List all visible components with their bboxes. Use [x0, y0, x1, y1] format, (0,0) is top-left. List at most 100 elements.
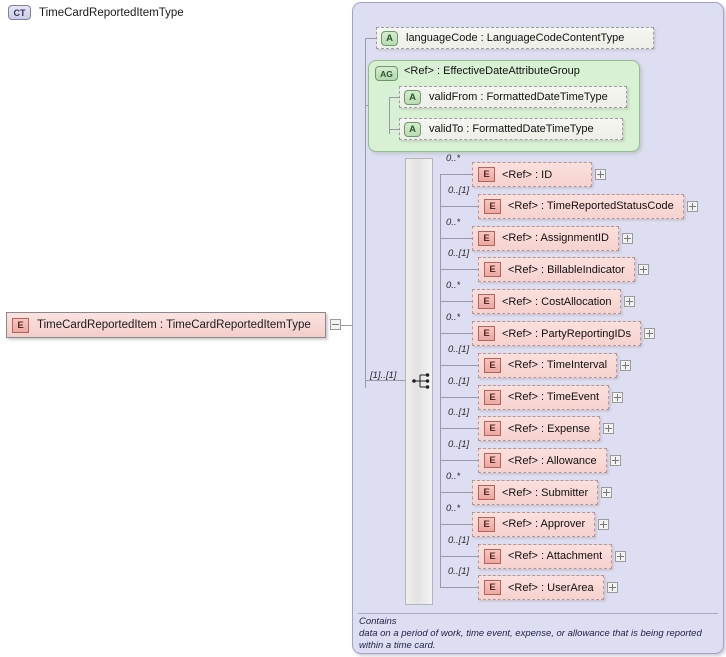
element-label: <Ref> : BillableIndicator	[508, 263, 625, 276]
element-label: <Ref> : TimeInterval	[508, 359, 608, 372]
element-cardinality: 0..*	[446, 216, 461, 228]
element-cardinality: 0..[1]	[448, 439, 470, 451]
element-badge-icon: E	[478, 516, 495, 532]
element-badge-icon: E	[478, 230, 495, 246]
element-badge-icon: E	[478, 326, 495, 341]
element-cardinality: 0..*	[446, 280, 461, 292]
attribute-label: validFrom : FormattedDateTimeType	[429, 91, 608, 103]
element-box[interactable]: E <Ref> : ID	[472, 162, 592, 187]
element-label: <Ref> : CostAllocation	[502, 295, 612, 308]
element-label: <Ref> : PartyReportingIDs	[502, 327, 632, 340]
element-box[interactable]: E <Ref> : BillableIndicator	[478, 257, 635, 283]
connector-element	[440, 587, 478, 589]
element-badge-icon: E	[484, 357, 501, 373]
element-expand-toggle[interactable]	[612, 391, 623, 403]
attribute-badge-icon: A	[381, 30, 398, 46]
connector-element	[440, 174, 472, 175]
element-box[interactable]: E <Ref> : TimeInterval	[478, 352, 617, 378]
attribute-badge-icon: A	[404, 89, 421, 105]
connector-validto	[389, 129, 399, 130]
complex-type-header: CT TimeCardReportedItemType	[8, 5, 184, 20]
connector-element	[440, 523, 472, 525]
element-label: <Ref> : Expense	[508, 422, 590, 435]
connector-element	[440, 492, 472, 493]
connector-element	[440, 301, 472, 303]
sequence-cardinality: [1]..[1]	[370, 370, 397, 381]
attribute-validto[interactable]: A validTo : FormattedDateTimeType	[399, 118, 623, 140]
element-box[interactable]: E <Ref> : Approver	[472, 511, 595, 537]
element-cardinality: 0..[1]	[448, 407, 470, 419]
element-label: <Ref> : TimeEvent	[508, 391, 600, 404]
attribute-spine	[365, 38, 366, 388]
connector-languagecode	[365, 38, 376, 39]
element-expand-toggle[interactable]	[620, 359, 631, 371]
element-expand-toggle[interactable]	[610, 455, 621, 467]
element-badge-icon: E	[484, 548, 501, 564]
element-badge-icon: E	[484, 198, 501, 214]
element-box[interactable]: E<Ref> : TimeReportedStatusCode	[478, 193, 684, 219]
element-expand-toggle[interactable]	[687, 200, 698, 212]
element-cardinality: 0..*	[446, 471, 461, 482]
element-box[interactable]: E <Ref> : CostAllocation	[472, 289, 621, 315]
element-expand-toggle[interactable]	[644, 328, 655, 339]
complex-type-title: TimeCardReportedItemType	[39, 6, 184, 19]
element-expand-toggle[interactable]	[603, 423, 614, 435]
element-box[interactable]: E<Ref> : Allowance	[478, 448, 607, 474]
element-box[interactable]: E <Ref> : PartyReportingIDs	[472, 321, 641, 346]
element-expand-toggle[interactable]	[607, 582, 618, 594]
attribute-group-badge-icon: AG	[375, 66, 398, 81]
attribute-languagecode[interactable]: A languageCode : LanguageCodeContentType	[376, 27, 654, 49]
element-box[interactable]: E <Ref> : UserArea	[478, 575, 604, 601]
element-label: <Ref> : ID	[502, 168, 553, 181]
element-cardinality: 0..[1]	[448, 343, 470, 355]
attribute-badge-icon: A	[404, 121, 421, 137]
element-badge-icon: E	[478, 167, 495, 182]
element-badge-icon: E	[478, 294, 495, 310]
element-badge-icon: E	[484, 262, 501, 278]
element-cardinality: 0..[1]	[448, 566, 470, 578]
element-badge-icon: E	[478, 485, 495, 500]
attribute-validfrom[interactable]: A validFrom : FormattedDateTimeType	[399, 86, 627, 108]
connector-element	[440, 269, 478, 271]
annotation-body: data on a period of work, time event, ex…	[359, 628, 702, 651]
element-label: <Ref> : AssignmentID	[502, 232, 609, 245]
connector-element	[440, 364, 478, 366]
attribute-group-title: <Ref> : EffectiveDateAttributeGroup	[404, 65, 580, 77]
element-cardinality: 0..*	[446, 153, 461, 164]
element-expand-toggle[interactable]	[615, 550, 626, 562]
element-label: <Ref> : UserArea	[508, 581, 594, 594]
element-box[interactable]: E <Ref> : Submitter	[472, 480, 598, 505]
element-label: <Ref> : Approver	[502, 518, 586, 531]
element-badge-icon: E	[484, 389, 501, 405]
element-expand-toggle[interactable]	[598, 518, 609, 530]
complex-type-badge-icon: CT	[8, 5, 31, 20]
connector-element	[440, 237, 472, 239]
root-element-box[interactable]: E TimeCardReportedItem : TimeCardReporte…	[6, 312, 326, 338]
element-cardinality: 0..*	[446, 502, 461, 514]
element-label: <Ref> : Allowance	[508, 454, 597, 467]
element-badge-icon: E	[484, 580, 501, 596]
element-box[interactable]: E <Ref> : TimeEvent	[478, 384, 609, 410]
element-badge-icon: E	[12, 317, 29, 333]
connector-element	[440, 460, 478, 462]
element-expand-toggle[interactable]	[622, 232, 633, 244]
attribute-label: languageCode : LanguageCodeContentType	[406, 32, 625, 44]
element-expand-toggle[interactable]	[601, 487, 612, 498]
element-label: <Ref> : Submitter	[502, 486, 589, 499]
element-expand-toggle[interactable]	[624, 296, 635, 308]
connector-element	[440, 396, 478, 398]
element-cardinality: 0..[1]	[448, 534, 470, 546]
element-expand-toggle[interactable]	[595, 169, 606, 180]
element-box[interactable]: E <Ref> : AssignmentID	[472, 225, 619, 251]
element-cardinality: 0..[1]	[448, 184, 470, 196]
root-collapse-toggle[interactable]	[330, 319, 341, 330]
sequence-icon[interactable]	[412, 372, 432, 390]
element-box[interactable]: E <Ref> : Attachment	[478, 543, 612, 569]
element-cardinality: 0..[1]	[448, 248, 470, 260]
element-label: <Ref> : Attachment	[508, 550, 603, 563]
connector-element	[440, 555, 478, 557]
element-box[interactable]: E<Ref> : Expense	[478, 416, 600, 442]
element-expand-toggle[interactable]	[638, 264, 649, 276]
element-cardinality: 0..[1]	[448, 375, 470, 387]
